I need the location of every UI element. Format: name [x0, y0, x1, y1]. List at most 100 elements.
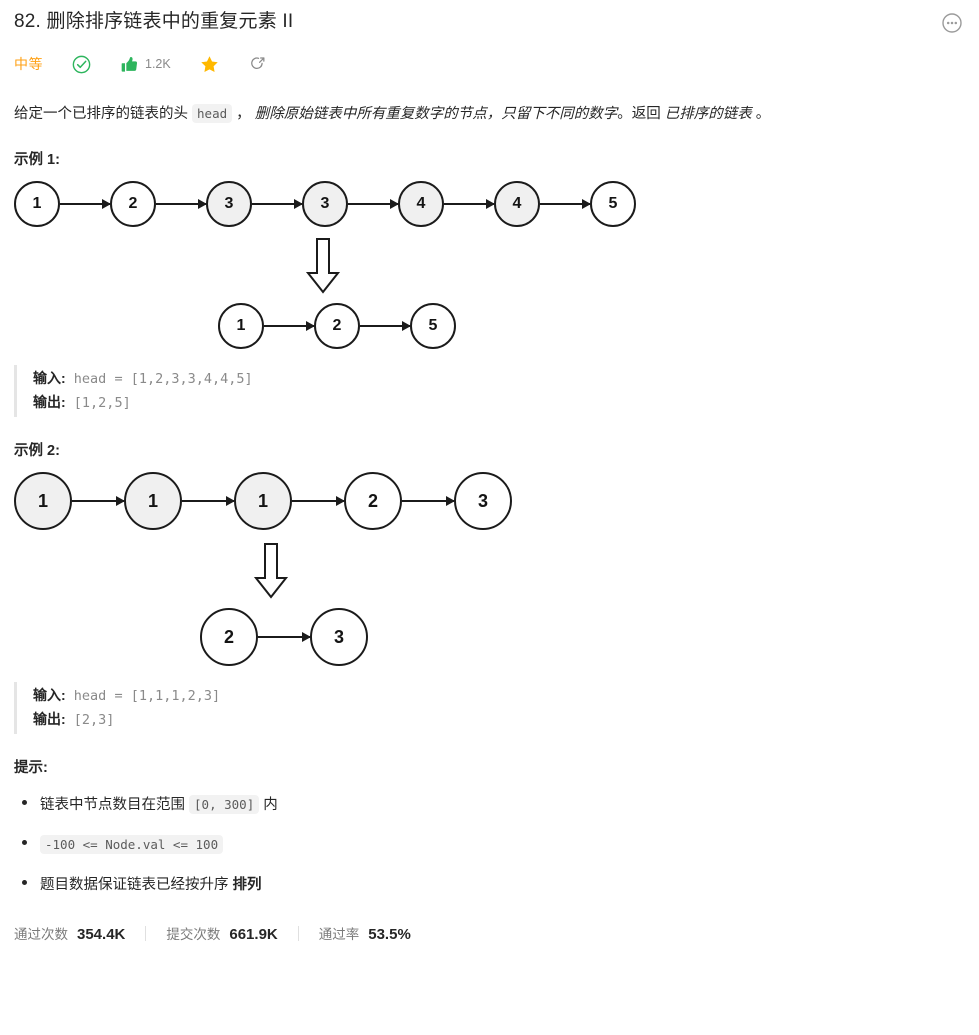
list-node: 2	[314, 303, 360, 349]
constraint-bold: 排列	[232, 877, 262, 893]
list-node: 5	[590, 181, 636, 227]
list-node: 3	[310, 608, 368, 666]
list-arrow	[258, 632, 311, 642]
constraint-text: -100 <= Node.val <= 100	[40, 833, 224, 857]
stat-label: 提交次数	[166, 927, 221, 942]
list-node: 2	[344, 472, 402, 530]
linked-list-before: 1 2 3 3 4 4 5	[14, 181, 965, 227]
constraint-text: 题目数据保证链表已经按升序 排列	[40, 873, 262, 897]
list-node: 1	[124, 472, 182, 530]
list-arrow	[402, 496, 455, 506]
like-count: 1.2K	[145, 57, 171, 71]
difficulty-badge[interactable]: 中等	[14, 56, 43, 72]
constraints-heading: 提示:	[14, 760, 48, 776]
example-1-io: 输入: head = [1,2,3,3,4,4,5] 输出: [1,2,5]	[14, 365, 965, 417]
input-value: head = [1,2,3,3,4,4,5]	[65, 371, 253, 387]
stat-label: 通过率	[318, 927, 360, 942]
example-1-output: 输出: [1,2,5]	[33, 391, 965, 415]
constraint-prefix: 题目数据保证链表已经按升序	[40, 877, 233, 893]
list-node: 3	[206, 181, 252, 227]
list-node: 3	[454, 472, 512, 530]
list-arrow	[360, 321, 411, 331]
transform-arrow-1	[302, 237, 965, 295]
stat-value: 53.5%	[368, 926, 411, 943]
list-arrow	[252, 199, 303, 209]
stat-value: 661.9K	[229, 926, 278, 943]
stat-divider	[297, 925, 299, 941]
list-node: 1	[218, 303, 264, 349]
more-horizontal-circle-icon[interactable]	[941, 12, 963, 34]
description-emphasis-2: 已排序的链表	[664, 106, 752, 122]
list-node: 1	[234, 472, 292, 530]
page-title: 82. 删除排序链表中的重复元素 II	[14, 11, 294, 32]
stat-item: 提交次数 661.9K	[166, 923, 277, 943]
example-1-diagram: 1 2 3 3 4 4 5 1 2 5	[14, 181, 965, 349]
like-button[interactable]: 1.2K	[120, 55, 171, 74]
constraints-list: 链表中节点数目在范围 [0, 300] 内 -100 <= Node.val <=…	[14, 793, 965, 897]
star-icon	[199, 54, 220, 75]
transform-arrow-2	[250, 542, 965, 600]
list-node: 2	[110, 181, 156, 227]
favorite-button[interactable]	[199, 54, 220, 75]
output-label: 输出:	[33, 711, 66, 727]
share-button[interactable]	[248, 54, 268, 74]
list-node: 4	[398, 181, 444, 227]
list-node: 1	[14, 472, 72, 530]
input-value: head = [1,1,1,2,3]	[65, 688, 221, 704]
title-row: 82. 删除排序链表中的重复元素 II	[14, 0, 965, 36]
list-arrow	[348, 199, 399, 209]
description-emphasis-1: 删除原始链表中所有重复数字的节点，只留下不同的数字	[254, 106, 618, 122]
constraint-code: [0, 300]	[189, 795, 260, 814]
constraint-item: 链表中节点数目在范围 [0, 300] 内	[14, 793, 965, 817]
list-node: 1	[14, 181, 60, 227]
thumbs-up-icon	[120, 55, 139, 74]
share-icon	[248, 54, 268, 74]
constraint-item: 题目数据保证链表已经按升序 排列	[14, 873, 965, 897]
list-arrow	[60, 199, 111, 209]
inline-code-head: head	[192, 104, 233, 123]
bullet-icon	[22, 800, 27, 805]
description-text-4: 。	[751, 106, 771, 122]
list-arrow	[264, 321, 315, 331]
problem-page: 82. 删除排序链表中的重复元素 II 中等	[14, 0, 965, 943]
description-text-1: 给定一个已排序的链表的头	[14, 106, 193, 122]
list-node: 4	[494, 181, 540, 227]
example-2-heading: 示例 2:	[14, 443, 60, 459]
list-arrow	[444, 199, 495, 209]
example-1-heading: 示例 1:	[14, 152, 60, 168]
list-arrow	[156, 199, 207, 209]
output-value: [1,2,5]	[65, 395, 131, 411]
constraint-code: -100 <= Node.val <= 100	[40, 835, 224, 854]
input-label: 输入:	[33, 370, 66, 386]
example-2-output: 输出: [2,3]	[33, 708, 965, 732]
constraint-item: -100 <= Node.val <= 100	[14, 833, 965, 857]
stat-label: 通过次数	[14, 927, 68, 942]
example-2-io: 输入: head = [1,1,1,2,3] 输出: [2,3]	[14, 682, 965, 734]
description-text-2: ，	[232, 106, 255, 122]
solved-status-button[interactable]	[71, 54, 92, 75]
output-value: [2,3]	[65, 712, 115, 728]
problem-meta-toolbar: 中等 1.2K	[14, 52, 965, 76]
check-circle-icon	[71, 54, 92, 75]
list-node: 5	[410, 303, 456, 349]
output-label: 输出:	[33, 394, 66, 410]
list-arrow	[540, 199, 591, 209]
constraint-suffix: 内	[259, 797, 278, 813]
bullet-icon	[22, 840, 27, 845]
list-arrow	[72, 496, 125, 506]
input-label: 输入:	[33, 687, 66, 703]
description-text-3: 。返回	[617, 106, 665, 122]
list-arrow	[292, 496, 345, 506]
stat-item: 通过率 53.5%	[319, 923, 411, 943]
problem-description: 给定一个已排序的链表的头 head ， 删除原始链表中所有重复数字的节点，只留下…	[14, 102, 965, 126]
constraint-prefix: 链表中节点数目在范围	[40, 797, 190, 813]
constraint-text: 链表中节点数目在范围 [0, 300] 内	[40, 793, 278, 817]
linked-list-after: 1 2 5	[218, 303, 965, 349]
stat-divider	[145, 925, 147, 941]
list-node: 3	[302, 181, 348, 227]
